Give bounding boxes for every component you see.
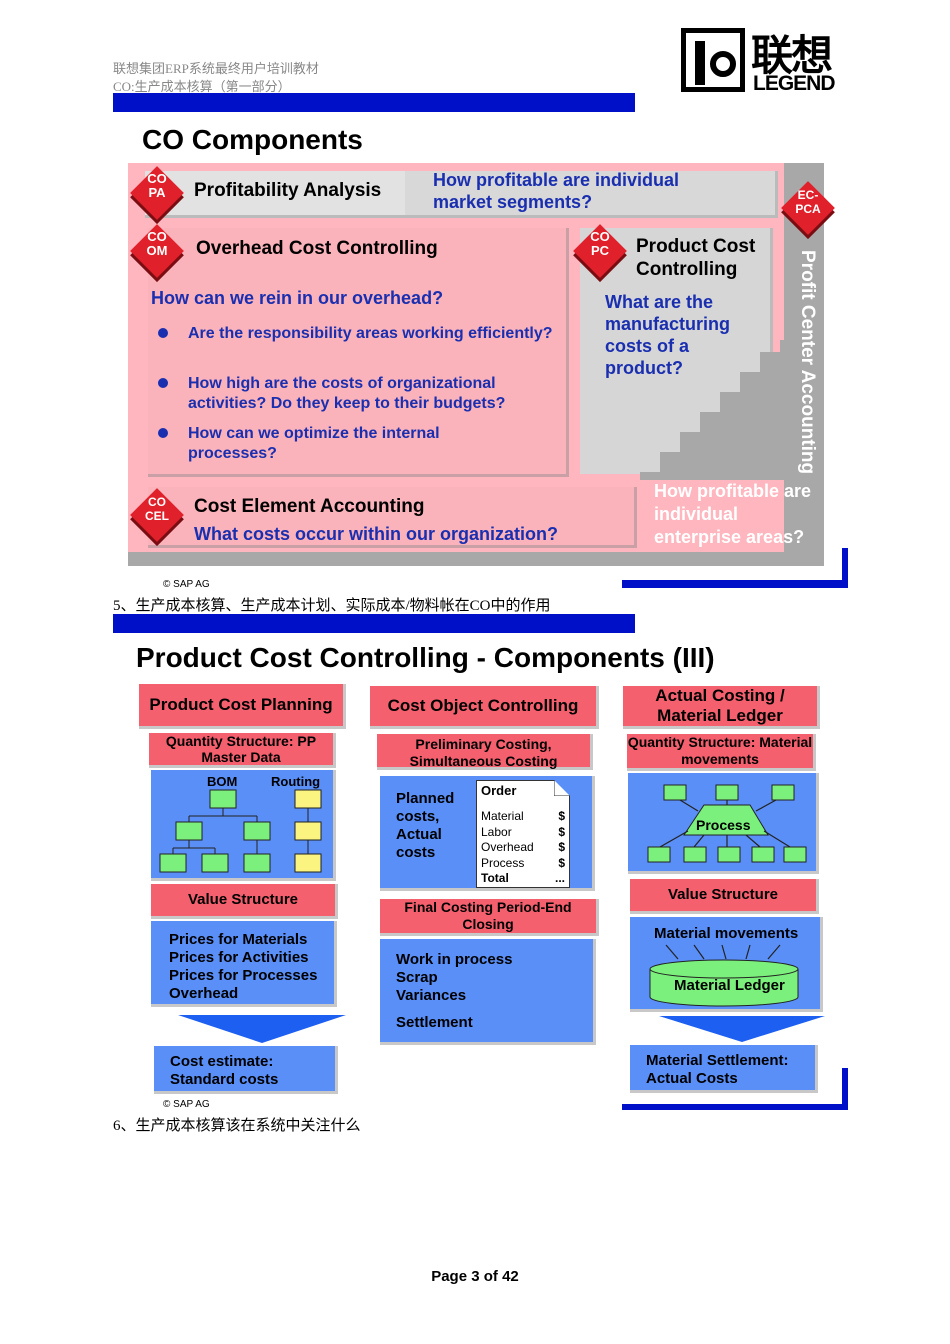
order-row: Material$ bbox=[481, 809, 565, 823]
col3-ledger-box: Material movements Material Ledger bbox=[630, 917, 823, 1012]
order-row: Labor$ bbox=[481, 824, 565, 839]
header-blue-bar bbox=[113, 93, 635, 112]
col1-quantity-structure: Quantity Structure: PP Master Data bbox=[149, 733, 336, 768]
planned-actual-costs: Planned costs, Actual costs bbox=[396, 790, 455, 861]
col1-value-structure: Value Structure bbox=[151, 884, 338, 919]
ecpca-code: EC-PCA bbox=[795, 188, 821, 216]
page-fold-icon bbox=[554, 780, 570, 796]
coom-bullet-2: How high are the costs of organizational… bbox=[188, 375, 506, 412]
col3-process-box: Process bbox=[628, 773, 819, 874]
header-line-2: CO:生产成本核算（第一部分） bbox=[113, 79, 291, 94]
bom-label: BOM bbox=[207, 774, 238, 789]
bullet-icon bbox=[158, 428, 168, 438]
slide2-title: Product Cost Controlling - Components (I… bbox=[136, 642, 715, 673]
material-ledger-cylinder-icon bbox=[649, 944, 799, 1007]
col1-bom-routing-box: BOM Routing bbox=[151, 770, 336, 881]
page-footer: Page 3 of 42 bbox=[0, 1268, 950, 1285]
routing-label: Routing bbox=[271, 774, 321, 789]
bullet-icon bbox=[158, 378, 168, 388]
logo-english: LEGEND bbox=[753, 72, 836, 95]
order-document: Order Material$ Labor$ Overhead$ Process… bbox=[476, 780, 570, 888]
legend-logo: 联想 LEGEND bbox=[681, 28, 849, 95]
order-rows: Material$ Labor$ Overhead$ Process$ Tota… bbox=[481, 809, 565, 887]
copc-question: What are the manufacturing costs of a pr… bbox=[605, 292, 731, 378]
col2-header: Cost Object Controlling bbox=[370, 686, 599, 729]
page-total: 42 bbox=[502, 1268, 519, 1285]
col2-period-box: Work in process Scrap Variances Settleme… bbox=[380, 939, 596, 1045]
order-row: Overhead$ bbox=[481, 840, 565, 854]
col2-order-box: Planned costs, Actual costs Order Materi… bbox=[380, 776, 595, 891]
slide1-corner-bar bbox=[622, 580, 848, 588]
slide2-copyright: © SAP AG bbox=[163, 1099, 210, 1110]
price-activities: Prices for Activities bbox=[169, 949, 309, 966]
pca-vertical-label: Profit Center Accounting bbox=[797, 250, 818, 475]
variances: Variances bbox=[396, 987, 467, 1004]
col3-down-arrow-icon bbox=[659, 1016, 825, 1042]
header-line-1: 联想集团ERP系统最终用户培训教材 bbox=[113, 61, 319, 76]
bom-routing-diagram bbox=[159, 789, 322, 873]
col3-quantity-structure: Quantity Structure: Material movements bbox=[627, 734, 816, 771]
copc-title: Product Cost Controlling bbox=[636, 236, 756, 280]
order-row: Process$ bbox=[481, 855, 565, 870]
pca-question: How profitable are individual enterprise… bbox=[654, 481, 812, 547]
coom-bullet-3: How can we optimize the internal process… bbox=[188, 425, 440, 462]
copa-box bbox=[145, 171, 778, 218]
logo-chinese: 联想 bbox=[751, 32, 833, 79]
coom-question: How can we rein in our overhead? bbox=[151, 288, 444, 308]
price-materials: Prices for Materials bbox=[169, 931, 308, 948]
copa-title: Profitability Analysis bbox=[194, 180, 382, 201]
coom-box bbox=[148, 228, 569, 477]
price-overhead: Overhead bbox=[169, 985, 239, 1002]
caption-1: 5、生产成本核算、生产成本计划、实际成本/物料帐在CO中的作用 bbox=[113, 598, 551, 614]
cocel-title: Cost Element Accounting bbox=[194, 496, 425, 517]
caption-2: 6、生产成本核算该在系统中关注什么 bbox=[113, 1118, 361, 1134]
logo-mark-icon bbox=[681, 28, 745, 92]
page-label: Page bbox=[431, 1268, 468, 1285]
process-label: Process bbox=[696, 817, 751, 833]
order-row: Total... bbox=[481, 871, 565, 885]
price-processes: Prices for Processes bbox=[169, 967, 318, 984]
cocel-box bbox=[148, 487, 637, 548]
bullet-icon bbox=[158, 328, 168, 338]
coom-title: Overhead Cost Controlling bbox=[196, 238, 438, 259]
process-diagram bbox=[647, 784, 807, 863]
coom-bullet-1: Are the responsibility areas working eff… bbox=[188, 325, 553, 342]
col1-down-arrow-icon bbox=[178, 1015, 346, 1043]
copa-question: How profitable are individual market seg… bbox=[433, 170, 680, 212]
slide2-blue-bar bbox=[113, 614, 635, 633]
material-movements: Material movements bbox=[654, 925, 799, 942]
col3-result: Material Settlement: Actual Costs bbox=[630, 1045, 818, 1093]
col3-header: Actual Costing / Material Ledger bbox=[623, 686, 820, 729]
page-number: 3 bbox=[471, 1268, 480, 1285]
col1-prices-box: Prices for Materials Prices for Activiti… bbox=[151, 921, 337, 1007]
slide1-copyright: © SAP AG bbox=[163, 579, 210, 590]
of-label: of bbox=[483, 1268, 498, 1285]
scrap: Scrap bbox=[396, 969, 438, 986]
slide1-title: CO Components bbox=[142, 124, 363, 155]
col1-result: Cost estimate: Standard costs bbox=[154, 1046, 338, 1094]
settlement: Settlement bbox=[396, 1014, 473, 1031]
slide2-corner-frame bbox=[830, 1068, 848, 1110]
col2-final-costing: Final Costing Period-End Closing bbox=[380, 899, 599, 936]
material-ledger-label: Material Ledger bbox=[674, 977, 785, 994]
work-in-process: Work in process bbox=[396, 951, 513, 968]
slide2-corner-bar bbox=[622, 1104, 848, 1110]
cocel-question: What costs occur within our organization… bbox=[194, 524, 559, 544]
col2-preliminary-costing: Preliminary Costing, Simultaneous Costin… bbox=[377, 734, 593, 770]
col1-header: Product Cost Planning bbox=[139, 684, 346, 729]
staircase-shape bbox=[640, 340, 790, 480]
col3-value-structure: Value Structure bbox=[630, 879, 819, 914]
order-title: Order bbox=[481, 783, 517, 798]
